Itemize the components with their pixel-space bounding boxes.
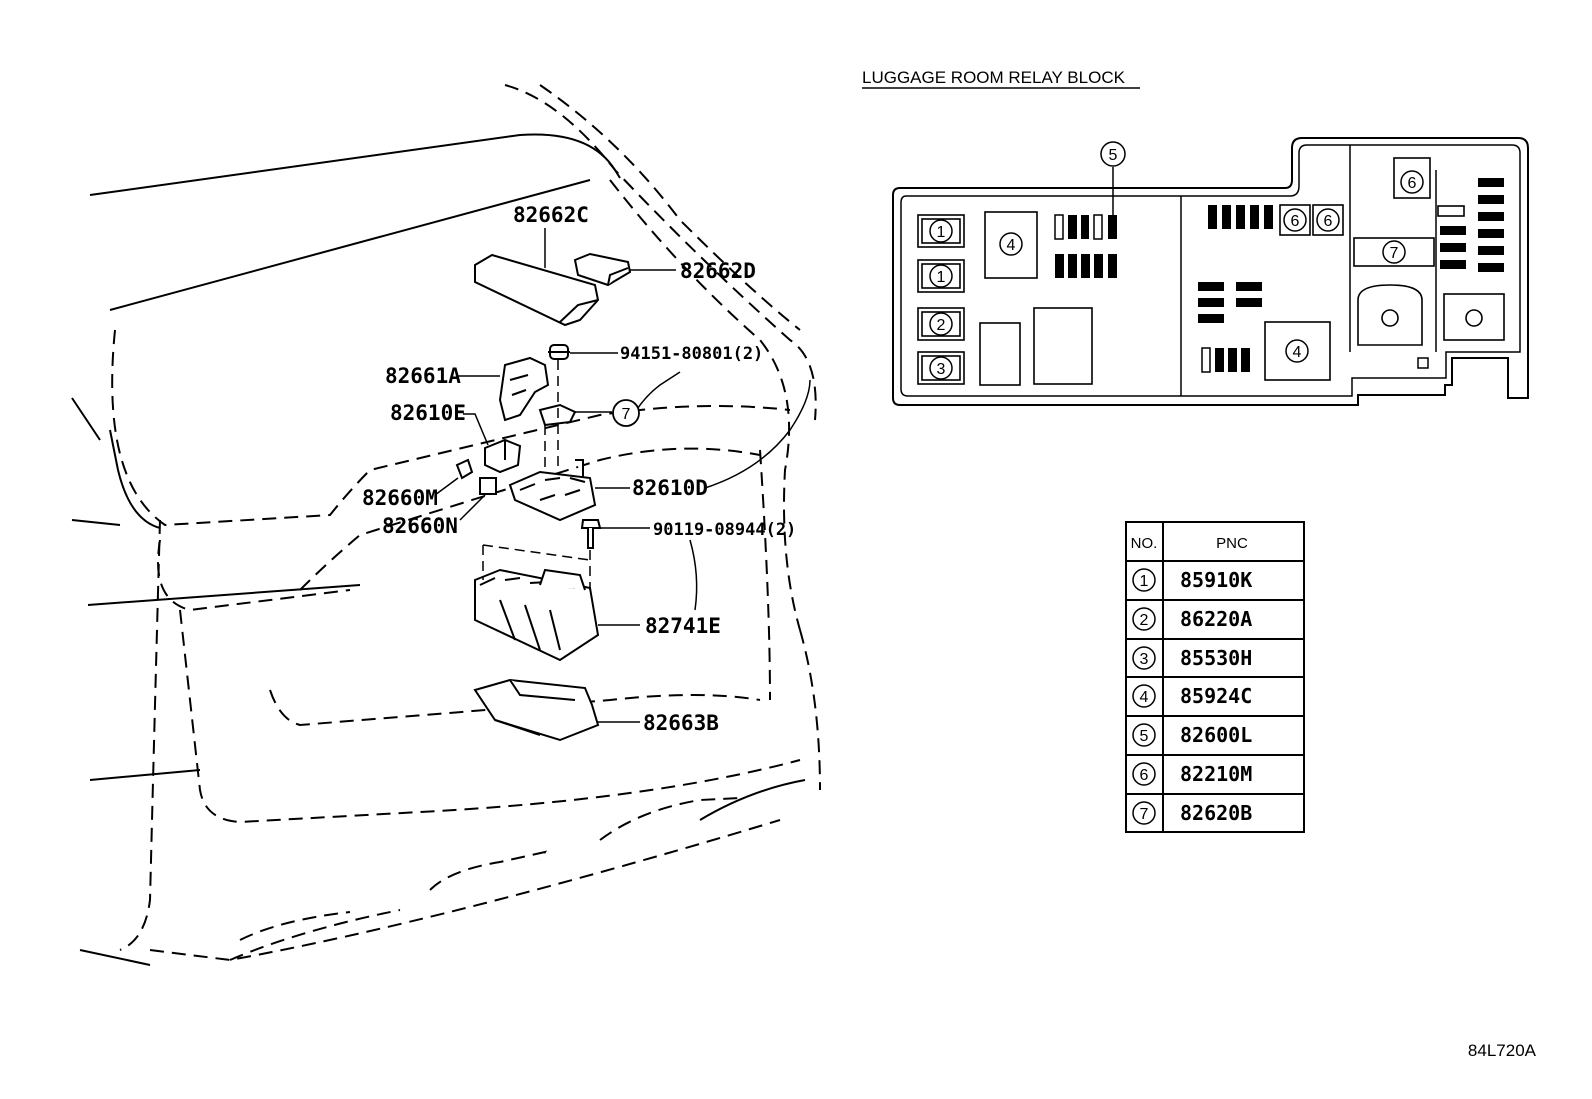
vehicle-outline: [71, 84, 821, 966]
table-row-pnc: 85530H: [1180, 646, 1252, 670]
relay-number-2: 2: [937, 317, 946, 334]
label-82661A: 82661A: [385, 364, 461, 388]
callout-circle-7: [612, 399, 640, 427]
table-row-no: 4: [1140, 689, 1149, 706]
relay-block-title: LUGGAGE ROOM RELAY BLOCK: [862, 68, 1126, 87]
relay-block-cover-82662C: [474, 253, 600, 327]
table-row-pnc: 85924C: [1180, 684, 1252, 708]
relay-block-layout: LUGGAGE ROOM RELAY BLOCK: [862, 68, 1529, 406]
assembly-guides: [482, 360, 591, 590]
label-82741E: 82741E: [645, 614, 721, 638]
clip-82660N: [479, 477, 497, 495]
relay-82610E: [484, 438, 522, 474]
pnc-table: NO. PNC 1 2 3 4 5 6 7 85910K 86220A 8553…: [1125, 521, 1305, 833]
table-header-pnc: PNC: [1216, 535, 1248, 552]
table-row-pnc: 86220A: [1180, 607, 1252, 631]
nut-94151: [548, 344, 570, 360]
table-row-no: 1: [1140, 573, 1149, 590]
part-labels: 82662C 82662D 94151-80801(2) 82661A 8261…: [362, 203, 796, 735]
relay-number-circles: [929, 141, 1424, 380]
relay-number-5: 5: [1109, 147, 1118, 164]
relay-number-6c: 6: [1408, 175, 1417, 192]
relay-number-6a: 6: [1291, 213, 1300, 230]
relay-number-4b: 4: [1293, 344, 1302, 361]
label-94151: 94151-80801(2): [620, 344, 763, 364]
relay-number-4a: 4: [1007, 237, 1016, 254]
relay-number-3: 3: [937, 361, 946, 378]
label-82660M: 82660M: [362, 486, 438, 510]
label-82660N: 82660N: [382, 514, 458, 538]
table-row-no: 7: [1140, 806, 1149, 823]
lower-cover-82663B: [473, 678, 600, 742]
label-82663B: 82663B: [643, 711, 719, 735]
table-row-pnc: 85910K: [1180, 568, 1252, 592]
fuses: [1054, 178, 1504, 373]
clip-82660M: [455, 458, 474, 480]
label-90119: 90119-08944(2): [653, 520, 796, 540]
figure-reference: 84L720A: [1468, 1041, 1537, 1060]
relay-number-6b: 6: [1324, 213, 1333, 230]
relay-number-1b: 1: [937, 269, 946, 286]
screw-90119: [580, 519, 602, 549]
small-cover-82662D: [573, 252, 632, 287]
label-82610E: 82610E: [390, 401, 466, 425]
table-row-no: 6: [1140, 767, 1149, 784]
connector-82661A: [498, 356, 550, 422]
label-82662D: 82662D: [680, 259, 756, 283]
table-row-pnc: 82210M: [1180, 762, 1252, 786]
table-row-pnc: 82600L: [1180, 723, 1252, 747]
relay-numbers: 1 1 2 3 4 4 5 6 6 6 7: [937, 147, 1417, 378]
label-82610D: 82610D: [632, 476, 708, 500]
relay-block-82610D: [508, 459, 597, 522]
exploded-parts: [455, 252, 632, 742]
relay-number-1a: 1: [937, 224, 946, 241]
leader-lines: [434, 228, 811, 723]
junction-block-82741E: [474, 568, 600, 662]
table-header-no: NO.: [1131, 535, 1158, 552]
callout-number-7: 7: [622, 406, 631, 423]
relay-number-7: 7: [1390, 245, 1399, 262]
label-82662C: 82662C: [513, 203, 589, 227]
table-row-no: 5: [1140, 728, 1149, 745]
table-row-pnc: 82620B: [1180, 801, 1252, 825]
table-row-no: 3: [1140, 651, 1149, 668]
table-row-no: 2: [1140, 612, 1149, 629]
